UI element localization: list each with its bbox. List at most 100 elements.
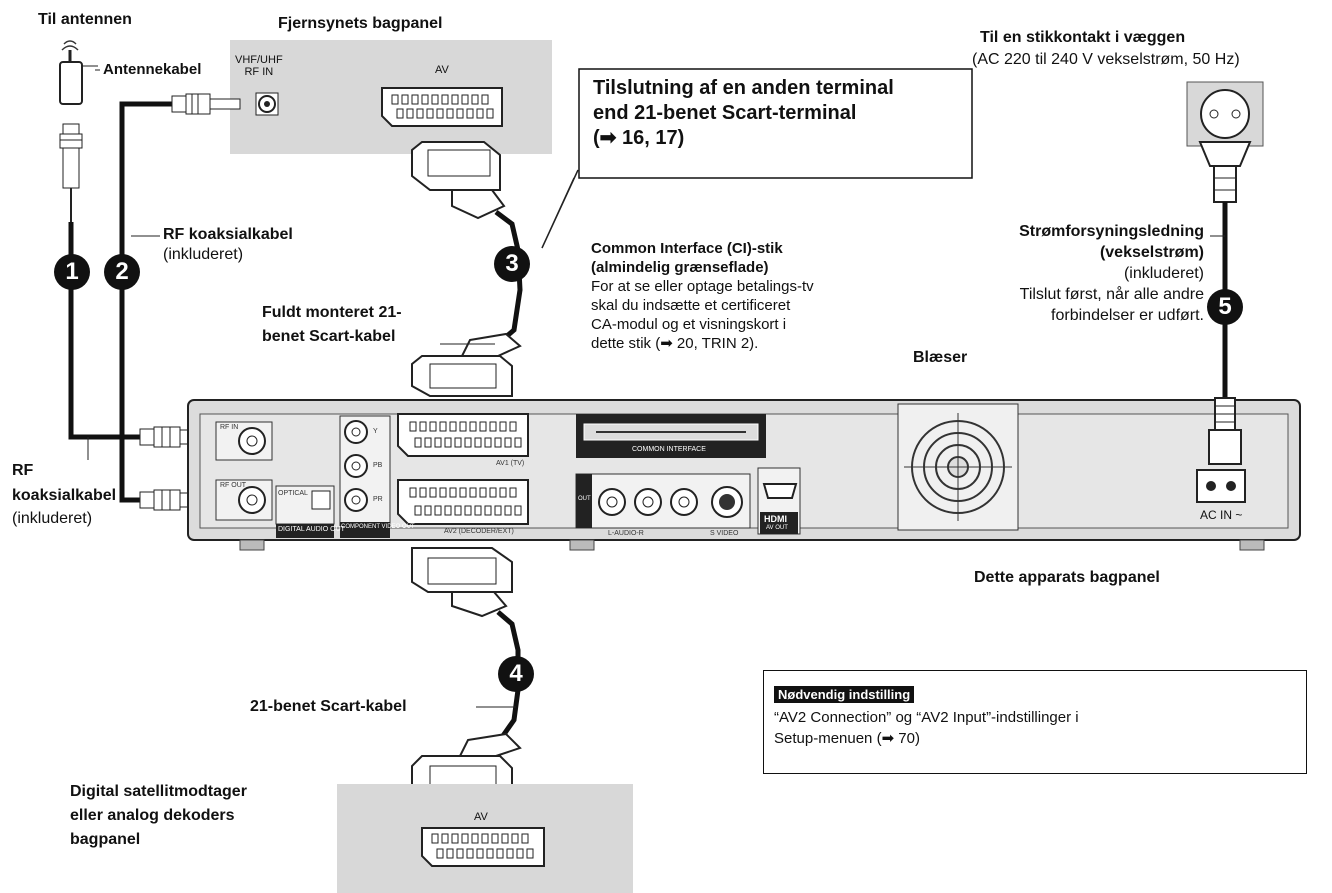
scart-pin xyxy=(509,421,517,432)
decoder-scart-socket xyxy=(421,827,545,867)
antenna-cable-label: Antennekabel xyxy=(103,61,202,78)
rf-in-jack xyxy=(215,421,273,461)
full-scart-line2: benet Scart-kabel xyxy=(262,328,396,345)
scart-pin xyxy=(431,94,439,105)
coax-plug-icon xyxy=(59,123,83,222)
scart-pin xyxy=(406,108,414,119)
callout-text: Tilslutning af en anden terminal end 21-… xyxy=(593,76,894,151)
scart-pin xyxy=(479,487,487,498)
scart-pin xyxy=(419,487,427,498)
scart-pin xyxy=(439,487,447,498)
scart-pin xyxy=(516,848,524,859)
panel-component: COMPONENT VIDEO OUT xyxy=(341,524,415,530)
power-note-line1: Tilslut først, når alle andre xyxy=(1019,286,1204,303)
scart-pin xyxy=(481,833,489,844)
scart-pin xyxy=(459,421,467,432)
power-cord-line1: Strømforsyningsledning xyxy=(1019,223,1204,240)
analog-av-out xyxy=(575,473,751,529)
decoder-line2: eller analog dekoders xyxy=(70,807,235,824)
scart-pin xyxy=(456,848,464,859)
scart-pin xyxy=(434,437,442,448)
tv-av-label: AV xyxy=(435,64,449,76)
scart-pin xyxy=(481,94,489,105)
wall-outlet-label: Til en stikkontakt i væggen xyxy=(980,29,1186,46)
panel-rf-out: RF OUT xyxy=(220,482,247,489)
scart-pin xyxy=(489,487,497,498)
scart-pin xyxy=(429,421,437,432)
antenna-icon xyxy=(59,40,98,105)
scart-pin xyxy=(411,94,419,105)
av2-scart-socket xyxy=(397,479,529,525)
scart-pin xyxy=(391,94,399,105)
panel-rf-in: RF IN xyxy=(220,424,239,431)
scart-pin xyxy=(446,848,454,859)
unit-back-panel-label: Dette apparats bagpanel xyxy=(974,569,1160,586)
scart-plug-decoder xyxy=(411,732,522,801)
panel-audio: L-AUDIO-R xyxy=(608,530,644,537)
ci-title-line2: (almindelig grænseflade) xyxy=(591,259,769,276)
scart-pin xyxy=(509,487,517,498)
panel-av-out: AV OUT xyxy=(766,525,788,531)
scart-pin xyxy=(409,487,417,498)
scart-pin xyxy=(474,505,482,516)
full-scart-line1: Fuldt monteret 21- xyxy=(262,304,402,321)
panel-av2: AV2 (DECODER/EXT) xyxy=(444,528,514,535)
scart-pin xyxy=(444,505,452,516)
note-line1: “AV2 Connection” og “AV2 Input”-indstill… xyxy=(774,709,1079,726)
scart-pin xyxy=(459,487,467,498)
scart-pin xyxy=(431,833,439,844)
scart-pin xyxy=(426,108,434,119)
power-included: (inkluderet) xyxy=(1123,265,1204,282)
scart-pin xyxy=(476,108,484,119)
vhf-uhf-line2: RF IN xyxy=(244,66,274,78)
power-cord-line2: (vekselstrøm) xyxy=(1099,244,1204,261)
tv-scart-socket xyxy=(381,87,503,127)
scart-pin xyxy=(461,94,469,105)
included-left-label: (inkluderet) xyxy=(12,510,93,527)
scart-pin xyxy=(504,437,512,448)
scart-plug-unit-av1 xyxy=(411,332,522,397)
panel-out: OUT xyxy=(578,496,591,502)
power-note-line2: forbindelser er udført. xyxy=(1051,307,1204,324)
scart-pin xyxy=(441,833,449,844)
scart-pin xyxy=(479,421,487,432)
marker-5: 5 xyxy=(1207,289,1243,325)
to-antenna-label: Til antennen xyxy=(38,11,132,28)
scart-pin xyxy=(441,94,449,105)
fan-grille-icon xyxy=(897,403,1019,531)
scart-pin xyxy=(464,505,472,516)
marker-3: 3 xyxy=(494,246,530,282)
coax-left-label: koaksialkabel xyxy=(12,487,117,504)
ci-body-line3: CA-modul og et visningskort i xyxy=(591,316,787,333)
component-video-out xyxy=(339,415,391,538)
panel-optical: OPTICAL xyxy=(278,490,308,497)
panel-av1: AV1 (TV) xyxy=(496,460,525,467)
scart-pin xyxy=(454,505,462,516)
decoder-line1: Digital satellitmodtager xyxy=(70,783,247,800)
scart-pin xyxy=(476,848,484,859)
power-cord-label: Strømforsyningsledning (vekselstrøm) (in… xyxy=(936,221,1204,326)
decoder-line3: bagpanel xyxy=(70,831,141,848)
scart-pin xyxy=(456,108,464,119)
scart-pin xyxy=(471,94,479,105)
hdmi-av-out xyxy=(757,467,801,535)
vhf-uhf-label: VHF/UHF RF IN xyxy=(235,54,283,78)
panel-ac-in: AC IN ~ xyxy=(1200,508,1243,522)
scart-pin xyxy=(489,421,497,432)
wall-outlet-spec: (AC 220 til 240 V vekselstrøm, 50 Hz) xyxy=(972,51,1240,68)
scart-pin xyxy=(469,487,477,498)
panel-pb: PB xyxy=(373,462,383,469)
panel-y: Y xyxy=(373,428,378,435)
scart-pin xyxy=(506,848,514,859)
scart-pin xyxy=(491,833,499,844)
scart-pin xyxy=(484,437,492,448)
marker-1: 1 xyxy=(54,254,90,290)
scart-cable-label: 21-benet Scart-kabel xyxy=(250,698,407,715)
scart-pin xyxy=(446,108,454,119)
scart-pin xyxy=(401,94,409,105)
decoder-label: Digital satellitmodtager eller analog de… xyxy=(70,780,247,852)
scart-pin xyxy=(504,505,512,516)
rf-left-label: RF xyxy=(12,462,34,479)
scart-pin xyxy=(436,848,444,859)
common-interface-slot[interactable] xyxy=(576,414,766,458)
